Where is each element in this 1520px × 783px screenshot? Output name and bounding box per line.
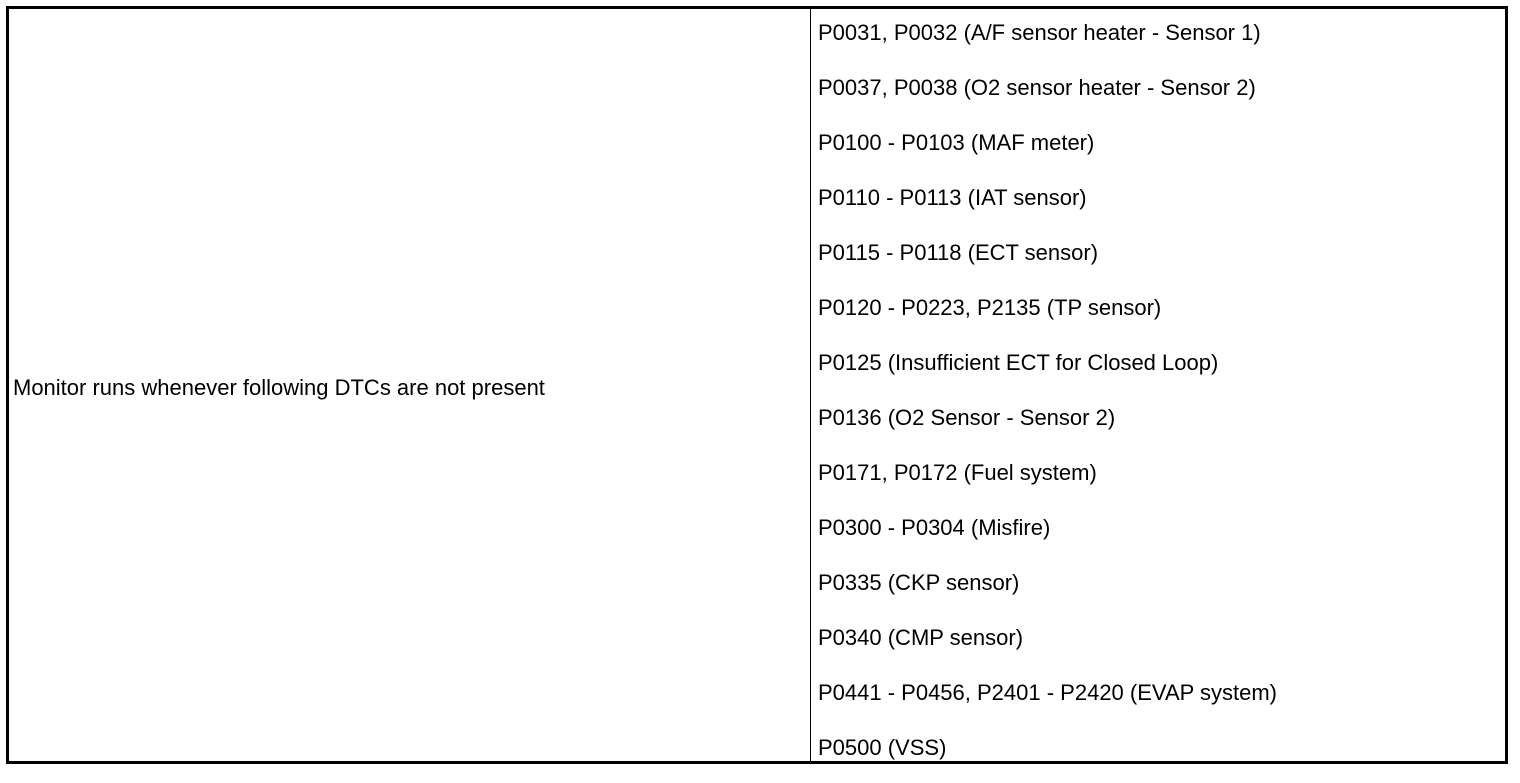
dtc-item: P0110 - P0113 (IAT sensor) (818, 185, 1087, 210)
dtc-item: P0120 - P0223, P2135 (TP sensor) (818, 295, 1162, 320)
dtc-item: P0441 - P0456, P2401 - P2420 (EVAP syste… (818, 680, 1278, 705)
dtc-item: P0300 - P0304 (Misfire) (818, 515, 1051, 540)
dtc-item: P0125 (Insufficient ECT for Closed Loop) (818, 350, 1219, 375)
dtc-item: P0335 (CKP sensor) (818, 570, 1020, 595)
dtc-condition-table: Monitor runs whenever following DTCs are… (6, 6, 1508, 764)
condition-text: Monitor runs whenever following DTCs are… (13, 374, 545, 400)
dtc-item: P0115 - P0118 (ECT sensor) (818, 240, 1099, 265)
dtc-item: P0031, P0032 (A/F sensor heater - Sensor… (818, 20, 1261, 45)
dtc-item: P0100 - P0103 (MAF meter) (818, 130, 1095, 155)
condition-cell: Monitor runs whenever following DTCs are… (9, 9, 811, 761)
dtc-list: P0031, P0032 (A/F sensor heater - Sensor… (811, 9, 1505, 761)
dtc-item: P0037, P0038 (O2 sensor heater - Sensor … (818, 75, 1256, 100)
dtc-item: P0171, P0172 (Fuel system) (818, 460, 1097, 485)
dtc-item: P0500 (VSS) (818, 735, 947, 760)
dtc-item: P0340 (CMP sensor) (818, 625, 1024, 650)
dtc-item: P0136 (O2 Sensor - Sensor 2) (818, 405, 1116, 430)
